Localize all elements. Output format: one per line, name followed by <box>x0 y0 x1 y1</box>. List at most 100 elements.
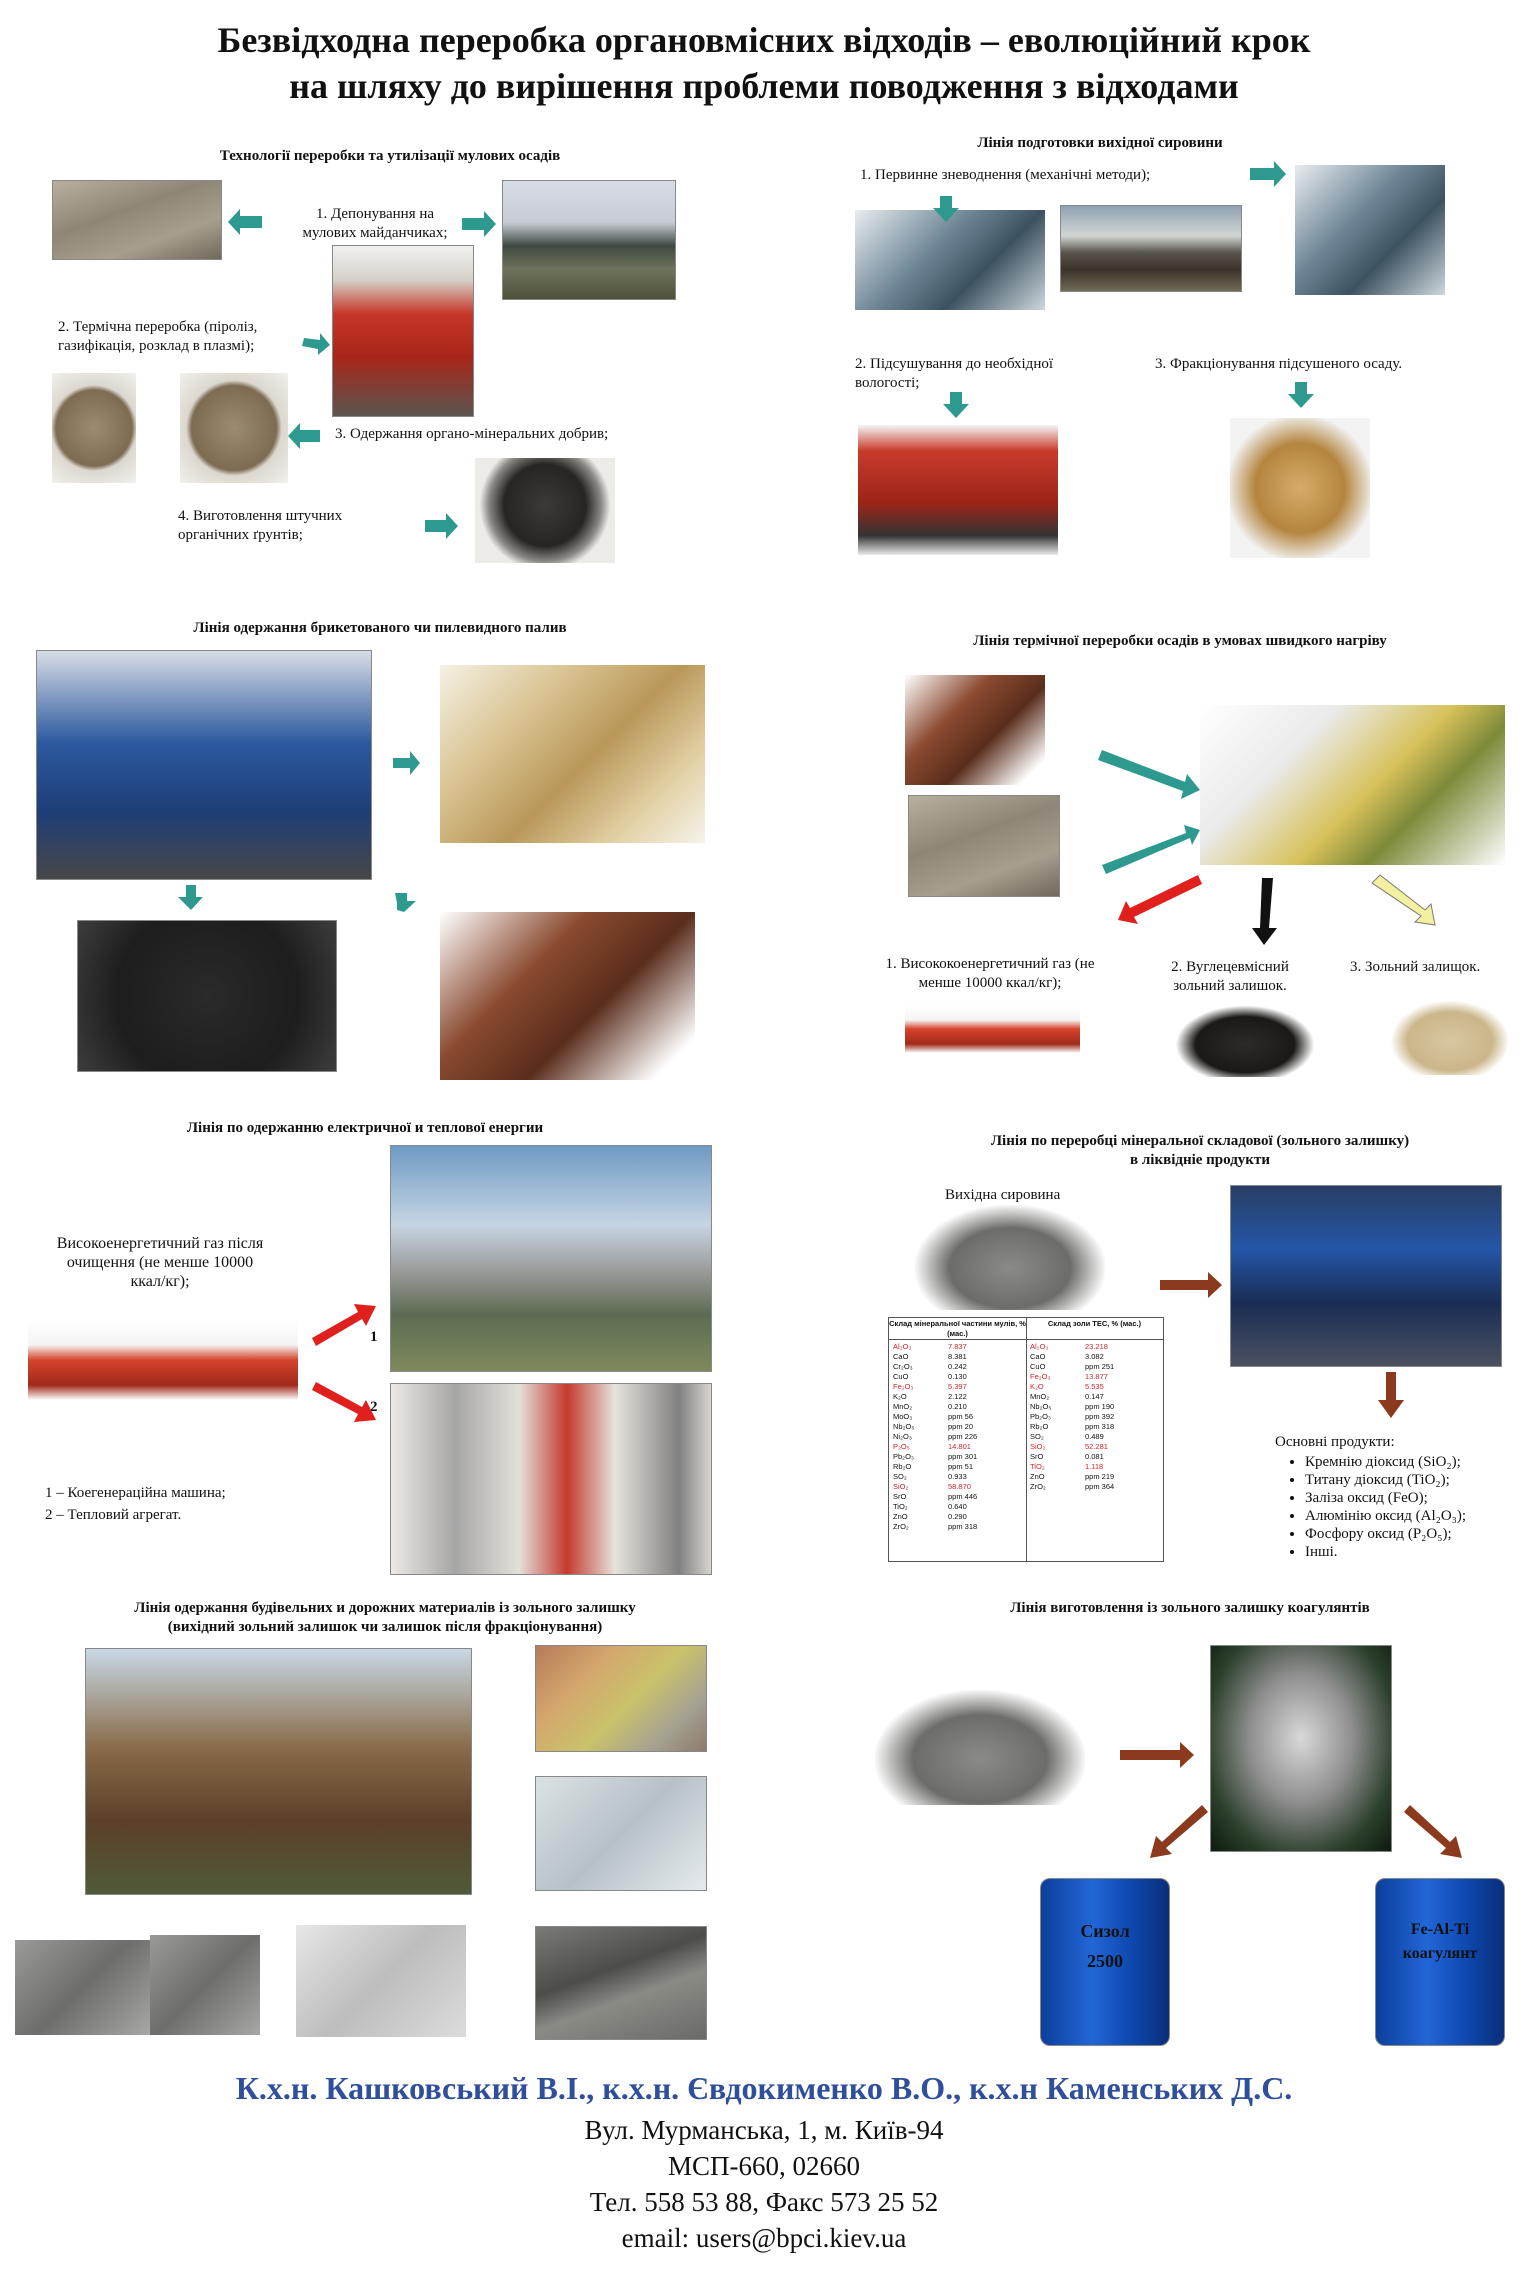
belt-press-photo <box>1295 165 1445 295</box>
teal-arrow-down-icon <box>1288 382 1314 408</box>
table-cell-oxide: Fe₂O₃ <box>893 1382 914 1391</box>
table-row: Fe₂O₃ 5.397 <box>893 1382 1022 1392</box>
table-cell-oxide: CuO <box>893 1372 909 1381</box>
s2-title: Лінія подготовки вихідної сировини <box>977 135 1223 151</box>
s4-title: Лінія термічної переробки осадів в умова… <box>973 633 1387 649</box>
table-cell-oxide: CuO <box>1030 1362 1046 1371</box>
table-cell-value: 52.281 <box>1085 1442 1108 1451</box>
table-row: SiO₂ 58.870 <box>893 1482 1022 1492</box>
s2-arrows <box>933 161 1314 418</box>
table-cell-value: ppm 301 <box>948 1452 978 1461</box>
table-cell-oxide: TiO₂ <box>893 1502 908 1511</box>
s1-arrows <box>228 209 496 539</box>
table-cell-oxide: SrO <box>893 1492 907 1501</box>
brown-arrow-down-left-icon <box>1150 1805 1208 1858</box>
phone-fax: Тел. 558 53 88, Факс 573 25 52 <box>589 2187 939 2217</box>
teal-arrow-right-icon <box>1250 161 1286 187</box>
s5-legend-1: 1 – Коегенераційна машина; <box>45 1485 226 1501</box>
s1-step1: 1. Депонування на мулових майданчиках; <box>302 206 448 241</box>
table-cell-value: 2.122 <box>948 1392 967 1401</box>
product-item: Алюмінію оксид (Al₂O₃); <box>1305 1507 1528 1525</box>
s7-title-2: (вихідний зольний залишок чи залишок піс… <box>167 1619 603 1635</box>
cogeneration-plant-photo <box>390 1145 712 1372</box>
table-cell-oxide: Al₂O₃ <box>1030 1342 1049 1351</box>
fertilizer-dish-1-photo <box>52 373 136 483</box>
table-cell-value: 0.489 <box>1085 1432 1104 1441</box>
s5-legend-2: 2 – Тепловий агрегат. <box>45 1507 182 1523</box>
teal-arrow-down-icon <box>943 392 969 418</box>
table-cell-oxide: Rb₂O <box>893 1462 912 1471</box>
briquetting-press-photo <box>36 650 372 880</box>
table-cell-oxide: MnO₂ <box>1030 1392 1050 1401</box>
red-arrow-down-right-icon <box>312 1382 376 1422</box>
organic-soil-photo <box>475 458 615 563</box>
black-arrow-down-icon <box>1252 878 1277 945</box>
table-cell-oxide: Pb₂O₃ <box>893 1452 914 1461</box>
table-cell-value: 3.082 <box>1085 1352 1104 1361</box>
teal-arrow-left-icon <box>288 423 320 449</box>
teal-arrow-right-icon <box>425 513 458 539</box>
table-row: SO₂ 0.489 <box>1030 1432 1159 1442</box>
carbon-ash-photo <box>1175 1005 1315 1077</box>
table-cell-value: 0.210 <box>948 1402 967 1411</box>
s4-out3: 3. Зольний залищок. <box>1350 959 1481 975</box>
teal-arrow-right-icon <box>302 333 330 355</box>
brown-arrow-right-icon <box>1160 1272 1222 1298</box>
table-cell-oxide: Fe₂O₃ <box>1030 1372 1051 1381</box>
coagulant-reactor-photo <box>1210 1645 1392 1852</box>
table-cell-value: ppm 251 <box>1085 1362 1115 1371</box>
email[interactable]: email: users@bpci.kiev.ua <box>621 2223 907 2253</box>
s2-step1: 1. Первинне зневоднення (механічні метод… <box>860 167 1151 183</box>
table-cell-oxide: ZnO <box>1030 1472 1045 1481</box>
table-cell-oxide: SiO₂ <box>893 1482 909 1491</box>
table-cell-oxide: Rb₂O <box>1030 1422 1049 1431</box>
paving-tiles-photo <box>535 1645 707 1752</box>
table-cell-oxide: CaO <box>1030 1352 1046 1361</box>
table-cell-value: 0.933 <box>948 1472 967 1481</box>
table-cell-value: 7.837 <box>948 1342 967 1351</box>
s1-step4: 4. Виготовлення штучних органічних ґрунт… <box>178 508 343 543</box>
table-cell-oxide: Pb₂O₃ <box>1030 1412 1051 1421</box>
s2-step2: 2. Підсушування до необхідної вологості; <box>855 356 1054 391</box>
s5-gas-label: Високоенергетичний газ після очищення (н… <box>56 1235 264 1290</box>
table-cell-value: 0.147 <box>1085 1392 1104 1401</box>
teal-arrow-right-icon <box>393 751 420 775</box>
table-cell-value: ppm 318 <box>948 1522 978 1531</box>
red-arrow-up-right-icon <box>312 1304 376 1346</box>
boiler-room-photo <box>390 1383 712 1575</box>
table-cell-value: 58.870 <box>948 1482 971 1491</box>
product-item: Фосфору оксид (P₂O₅); <box>1305 1525 1528 1543</box>
table-cell-value: 5.397 <box>948 1382 967 1391</box>
poster-title-line1: Безвідходна переробка органовмісних відх… <box>217 20 1311 60</box>
fe-al-ti-canister: Fe-Al-Ti коагулянт <box>1375 1878 1505 2046</box>
centrifuge-photo <box>855 210 1045 310</box>
ash-residue-photo <box>1390 1000 1510 1075</box>
table-cell-value: 0.130 <box>948 1372 967 1381</box>
teal-arrow-right-icon <box>1098 750 1200 799</box>
s5-arrows <box>312 1304 376 1422</box>
s3-arrows <box>178 751 420 912</box>
table-cell-oxide: MoO₃ <box>893 1412 913 1421</box>
s1-title: Технології переробки та утилізації мулов… <box>219 148 561 164</box>
table-cell-value: ppm 56 <box>948 1412 974 1421</box>
foam-blocks-photo <box>535 1776 707 1891</box>
teal-arrow-down-right-icon <box>395 893 416 912</box>
table-cell-oxide: SO₂ <box>1030 1432 1044 1441</box>
table-row: MnO₂ 0.147 <box>1030 1392 1159 1402</box>
table-cell-oxide: Al₂O₃ <box>893 1342 912 1351</box>
curb-stone-photo <box>535 1926 707 2040</box>
